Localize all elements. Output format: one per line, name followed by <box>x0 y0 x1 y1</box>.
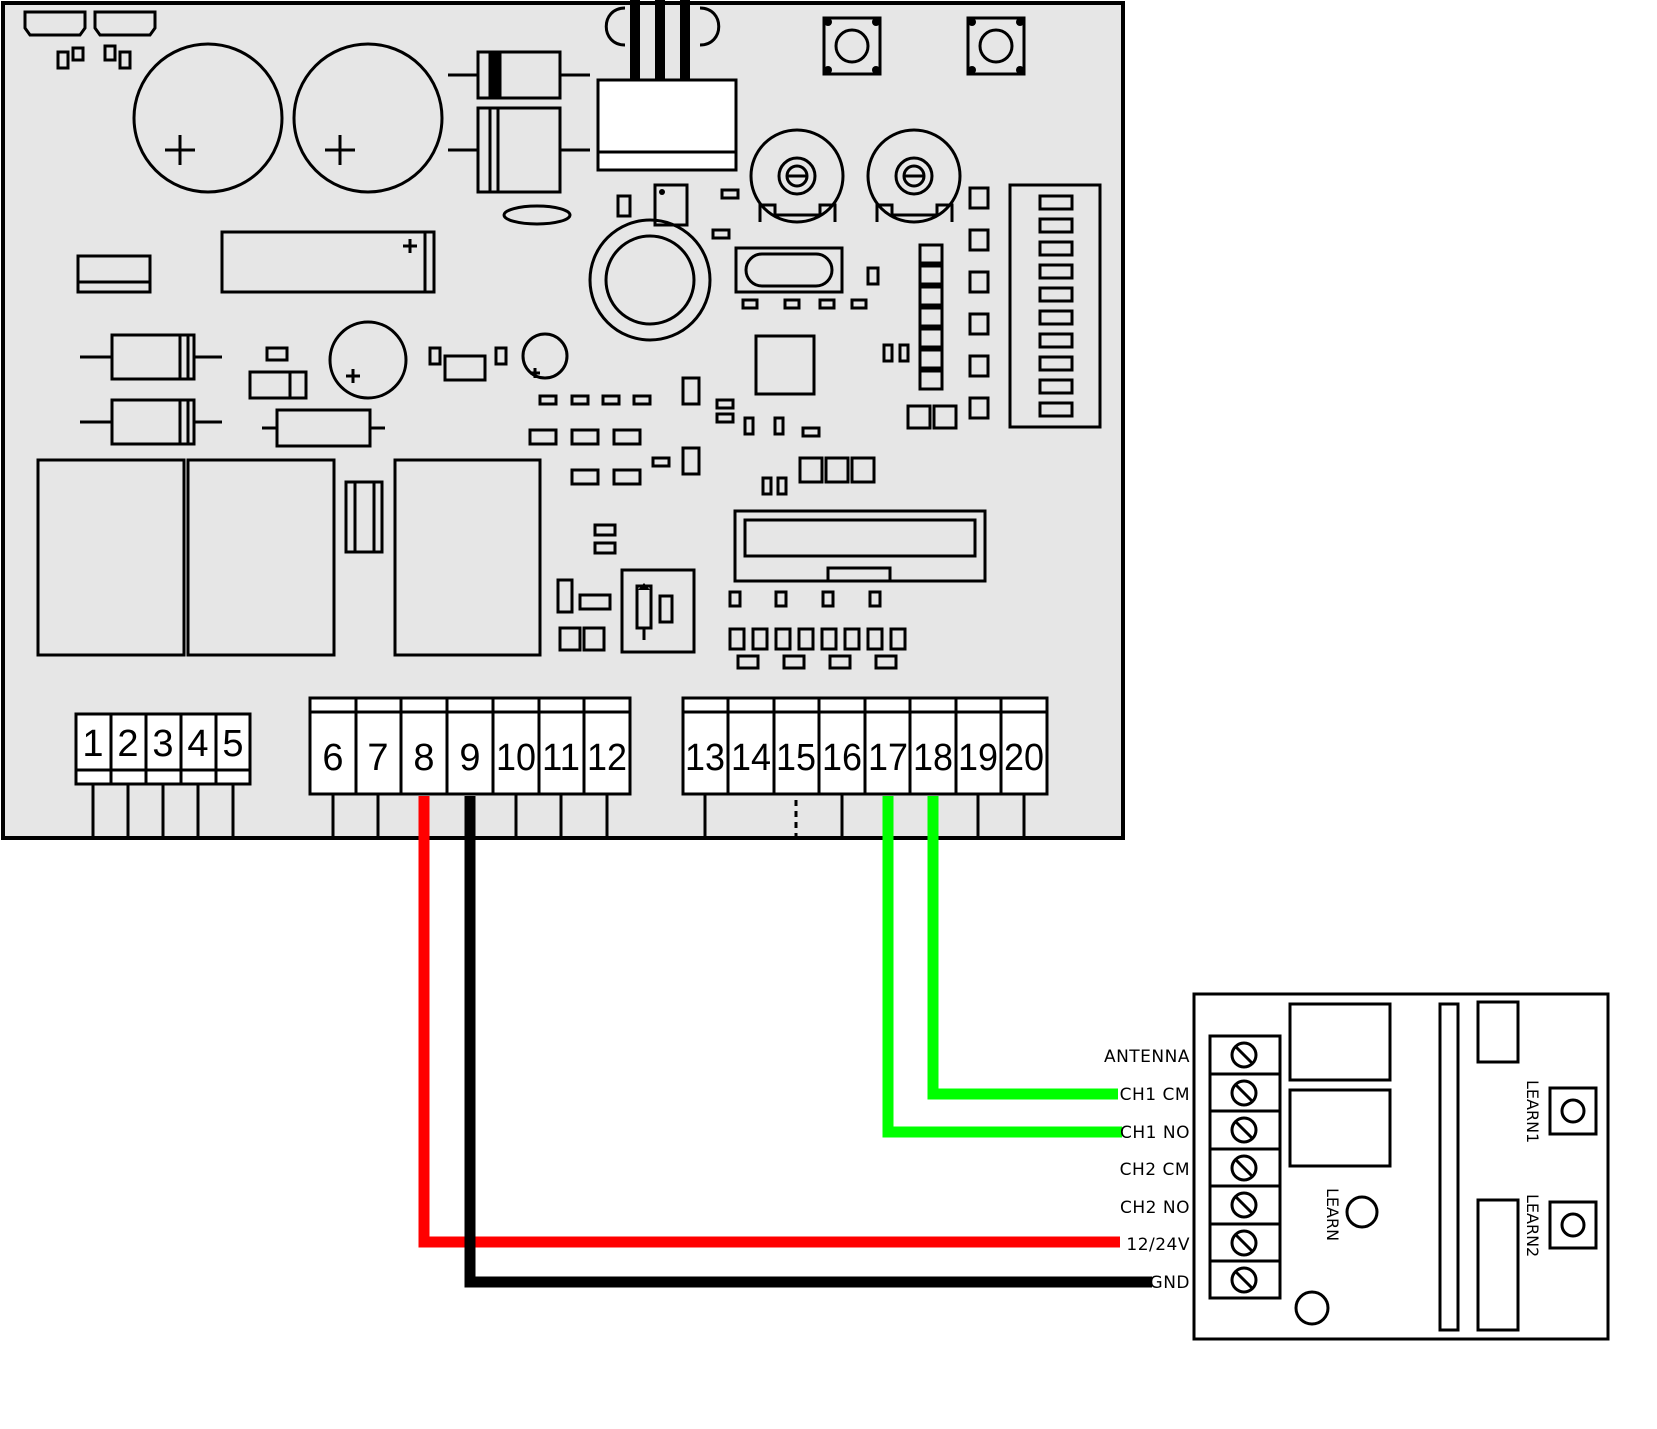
pin-label-ch2-no: CH2 NO <box>1120 1198 1190 1218</box>
lcd-header <box>728 509 987 608</box>
top-connector-right <box>93 10 157 37</box>
terminal-label: 15 <box>776 737 816 779</box>
terminal-label: 18 <box>913 737 953 779</box>
dip-switch-block <box>1008 183 1102 429</box>
terminal-block-a: 1 2 3 4 5 <box>74 712 252 838</box>
potentiometer-1 <box>749 128 845 224</box>
pin-label-power: 12/24V <box>1126 1235 1190 1255</box>
pin-label-antenna: ANTENNA <box>1104 1047 1190 1067</box>
wire-ch1-cm <box>927 796 1118 1100</box>
terminal-label: 16 <box>822 737 862 779</box>
fuse-holder <box>344 480 384 554</box>
terminal-label: 1 <box>82 723 103 765</box>
smd-lower-left <box>556 578 612 652</box>
relay-coil <box>588 218 712 342</box>
diode-top-1 <box>448 50 590 100</box>
terminal-label: 12 <box>587 737 627 779</box>
learn2-label: LEARN2 <box>1523 1194 1542 1257</box>
receiver-part-top <box>1476 1000 1520 1064</box>
relay-3 <box>393 458 542 657</box>
receiver-strip <box>1438 1002 1460 1332</box>
smd-column <box>882 186 990 430</box>
diode-left-1 <box>80 333 222 381</box>
terminal-label: 6 <box>322 737 343 779</box>
wire-ground <box>464 796 1152 1288</box>
receiver-terminal-strip <box>1208 1034 1282 1300</box>
resistor-left <box>262 408 385 448</box>
crystal-oscillator <box>734 246 880 310</box>
screw-icon <box>1230 1041 1258 1294</box>
main-control-board: 1 2 3 4 5 6 7 8 9 10 11 12 13 <box>1 0 1125 840</box>
terminal-label: 3 <box>152 723 173 765</box>
terminal-label: 2 <box>117 723 138 765</box>
capacitor-medium <box>328 320 408 400</box>
relay-2 <box>186 458 336 657</box>
terminal-label: 5 <box>222 723 243 765</box>
pin-label-ch1-no: CH1 NO <box>1120 1123 1190 1143</box>
potentiometer-2 <box>866 128 962 224</box>
receiver-module: ANTENNA CH1 CM CH1 NO CH2 CM CH2 NO 12/2… <box>1104 992 1610 1341</box>
film-capacitor-mark <box>403 232 427 292</box>
smd-block-left <box>76 254 152 294</box>
terminal-label: 11 <box>542 737 580 779</box>
pin-label-ch1-cm: CH1 CM <box>1120 1085 1190 1105</box>
pin-label-gnd: GND <box>1150 1273 1190 1293</box>
pin-label-ch2-cm: CH2 CM <box>1120 1160 1190 1180</box>
terminal-label: 4 <box>187 723 208 765</box>
diode-left-2 <box>80 398 222 446</box>
relay-1 <box>36 458 186 657</box>
ic-square <box>754 334 816 396</box>
smd-pads-topleft <box>56 44 132 70</box>
terminal-block-b: 6 7 8 9 10 11 12 <box>308 696 632 838</box>
top-connector-left <box>23 10 87 37</box>
terminal-label: 9 <box>459 737 480 779</box>
terminal-label: 17 <box>868 737 908 779</box>
capacitor-small <box>521 332 569 380</box>
smd-small-1 <box>616 194 632 218</box>
receiver-outline <box>1192 992 1610 1341</box>
film-capacitor <box>220 230 436 294</box>
terminal-label: 8 <box>413 737 434 779</box>
tactile-button-2 <box>966 16 1026 76</box>
receiver-relay-1 <box>1288 1002 1392 1082</box>
learn-led-icon <box>1345 1195 1379 1229</box>
ic-small <box>653 183 689 227</box>
tactile-button-1 <box>822 16 882 76</box>
terminal-label: 20 <box>1004 737 1044 779</box>
learn1-button <box>1548 1086 1598 1136</box>
capacitor-large-2 <box>292 42 444 194</box>
terminal-label: 14 <box>731 737 771 779</box>
wire-power <box>418 796 1120 1248</box>
receiver-relay-2 <box>1288 1088 1392 1168</box>
smd-cluster-center <box>528 376 876 555</box>
capacitor-large-1 <box>132 42 284 194</box>
learn2-button <box>1548 1200 1598 1250</box>
crystal-small <box>502 204 572 226</box>
receiver-hole-icon <box>1294 1290 1330 1326</box>
cable-connector <box>596 0 738 172</box>
wire-ch1-no <box>882 796 1122 1138</box>
diode-top-2 <box>448 106 590 194</box>
receiver-part-bottom <box>1476 1198 1520 1332</box>
smd-row-lower <box>728 627 907 670</box>
terminal-label: 7 <box>367 737 388 779</box>
learn-label: LEARN <box>1323 1188 1342 1241</box>
learn1-label: LEARN1 <box>1523 1080 1542 1143</box>
smd-cap-left <box>248 370 308 400</box>
wires <box>418 796 1152 1288</box>
terminal-label: 19 <box>958 737 998 779</box>
terminal-block-c: 13 14 15 16 17 18 19 20 <box>681 696 1049 838</box>
transistor-block <box>620 568 696 654</box>
terminal-label: 13 <box>685 737 725 779</box>
terminal-label: 10 <box>496 737 536 779</box>
